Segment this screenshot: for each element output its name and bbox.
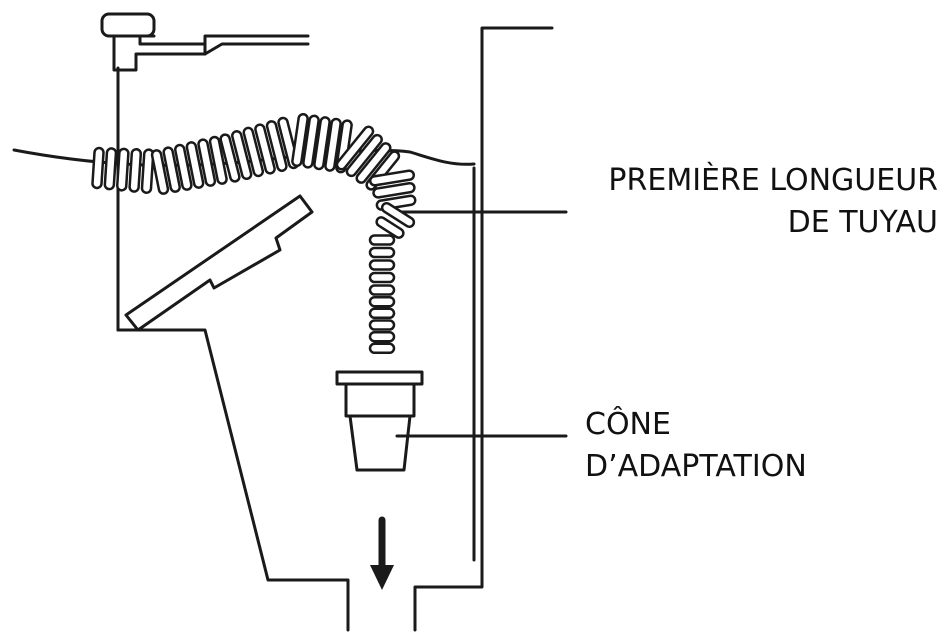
corrugated-hose bbox=[91, 112, 417, 355]
hose-rib bbox=[140, 148, 155, 195]
hose-rib bbox=[174, 143, 193, 191]
hose-rib bbox=[242, 126, 265, 178]
hose-label-line2: DE TUYAU bbox=[788, 205, 938, 240]
hose-rib bbox=[185, 141, 205, 189]
hose-rib bbox=[335, 125, 375, 171]
hose-rib bbox=[150, 149, 170, 195]
hose-rib bbox=[313, 116, 331, 171]
hose-rib bbox=[91, 146, 105, 190]
hose-rib bbox=[128, 147, 143, 193]
hose-rib bbox=[368, 259, 396, 271]
hose-rib bbox=[324, 117, 342, 172]
hose-rib bbox=[355, 142, 392, 184]
hose-rib bbox=[368, 307, 396, 320]
hose-rib bbox=[375, 216, 405, 239]
hose-rib bbox=[372, 181, 416, 199]
hose-rib bbox=[368, 330, 396, 343]
hose-rib bbox=[368, 169, 416, 187]
hose-rib bbox=[103, 147, 118, 191]
hose-rib bbox=[368, 342, 396, 355]
hose-label-line1: PREMIÈRE LONGUEUR bbox=[608, 162, 938, 198]
adapter-cone bbox=[335, 370, 424, 472]
hose-rib bbox=[115, 147, 130, 192]
hose-rib bbox=[254, 123, 276, 175]
hose-rib bbox=[197, 138, 217, 187]
hose-rib bbox=[368, 284, 396, 296]
hose-rib bbox=[345, 133, 383, 178]
appliance-flap bbox=[124, 194, 314, 332]
hose-rib bbox=[368, 319, 396, 331]
water-tap bbox=[100, 12, 310, 72]
hose-rib bbox=[302, 114, 320, 169]
right-standpipe-wall bbox=[413, 26, 554, 632]
hose-rib bbox=[219, 133, 241, 183]
hose-rib bbox=[368, 234, 396, 246]
hose-rib bbox=[208, 135, 228, 185]
arrow-down-icon bbox=[370, 516, 394, 590]
cone-label-line1: CÔNE bbox=[585, 405, 671, 442]
left-drain-funnel bbox=[116, 328, 350, 632]
hose-rib bbox=[231, 130, 253, 181]
hose-rib bbox=[380, 201, 416, 229]
hose-rib bbox=[368, 246, 396, 259]
hose-rib bbox=[162, 146, 181, 193]
cone-label-line2: D’ADAPTATION bbox=[585, 449, 807, 484]
hose-rib bbox=[368, 295, 396, 308]
hose-rib bbox=[265, 120, 288, 172]
hose-rib bbox=[291, 112, 309, 168]
hose-rib bbox=[368, 271, 396, 284]
